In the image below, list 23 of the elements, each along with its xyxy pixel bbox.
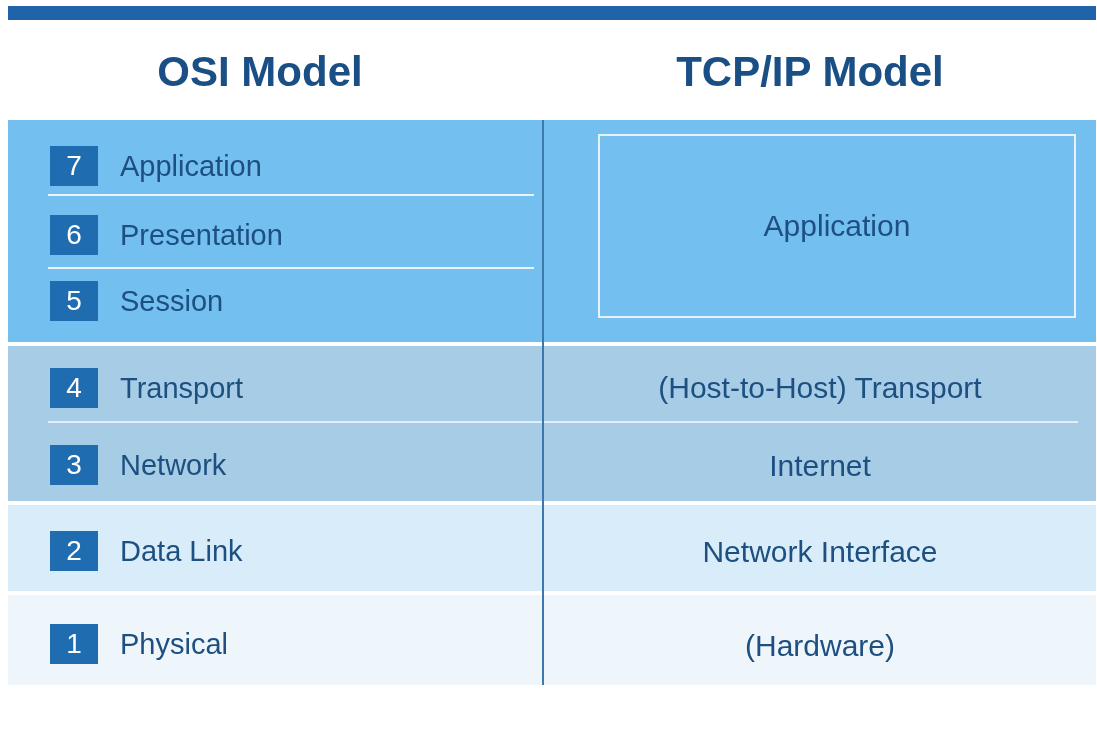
layer-name: Application xyxy=(763,209,911,243)
layer-name: Data Link xyxy=(120,534,243,568)
layer-name: Physical xyxy=(120,627,228,661)
layer-name: (Hardware) xyxy=(560,624,1080,668)
layer-number: 2 xyxy=(50,531,98,571)
layer-name: (Host-to-Host) Transport xyxy=(560,366,1080,410)
layer-number: 4 xyxy=(50,368,98,408)
layer-number: 6 xyxy=(50,215,98,255)
layer-name: Application xyxy=(120,149,262,183)
layer-name: Transport xyxy=(120,371,244,405)
layer-name: Internet xyxy=(560,444,1080,488)
layer-number: 3 xyxy=(50,445,98,485)
layer-name: Presentation xyxy=(120,218,283,252)
layer-name: Network Interface xyxy=(560,530,1080,574)
header-bar xyxy=(8,6,1096,20)
layer-box xyxy=(598,134,1076,318)
layer-number: 1 xyxy=(50,624,98,664)
layer-name: Session xyxy=(120,284,224,318)
column-heading: TCP/IP Model xyxy=(675,48,945,96)
layer-name: Network xyxy=(120,448,227,482)
layer-number: 5 xyxy=(50,281,98,321)
layer-number: 7 xyxy=(50,146,98,186)
column-heading: OSI Model xyxy=(156,48,364,96)
